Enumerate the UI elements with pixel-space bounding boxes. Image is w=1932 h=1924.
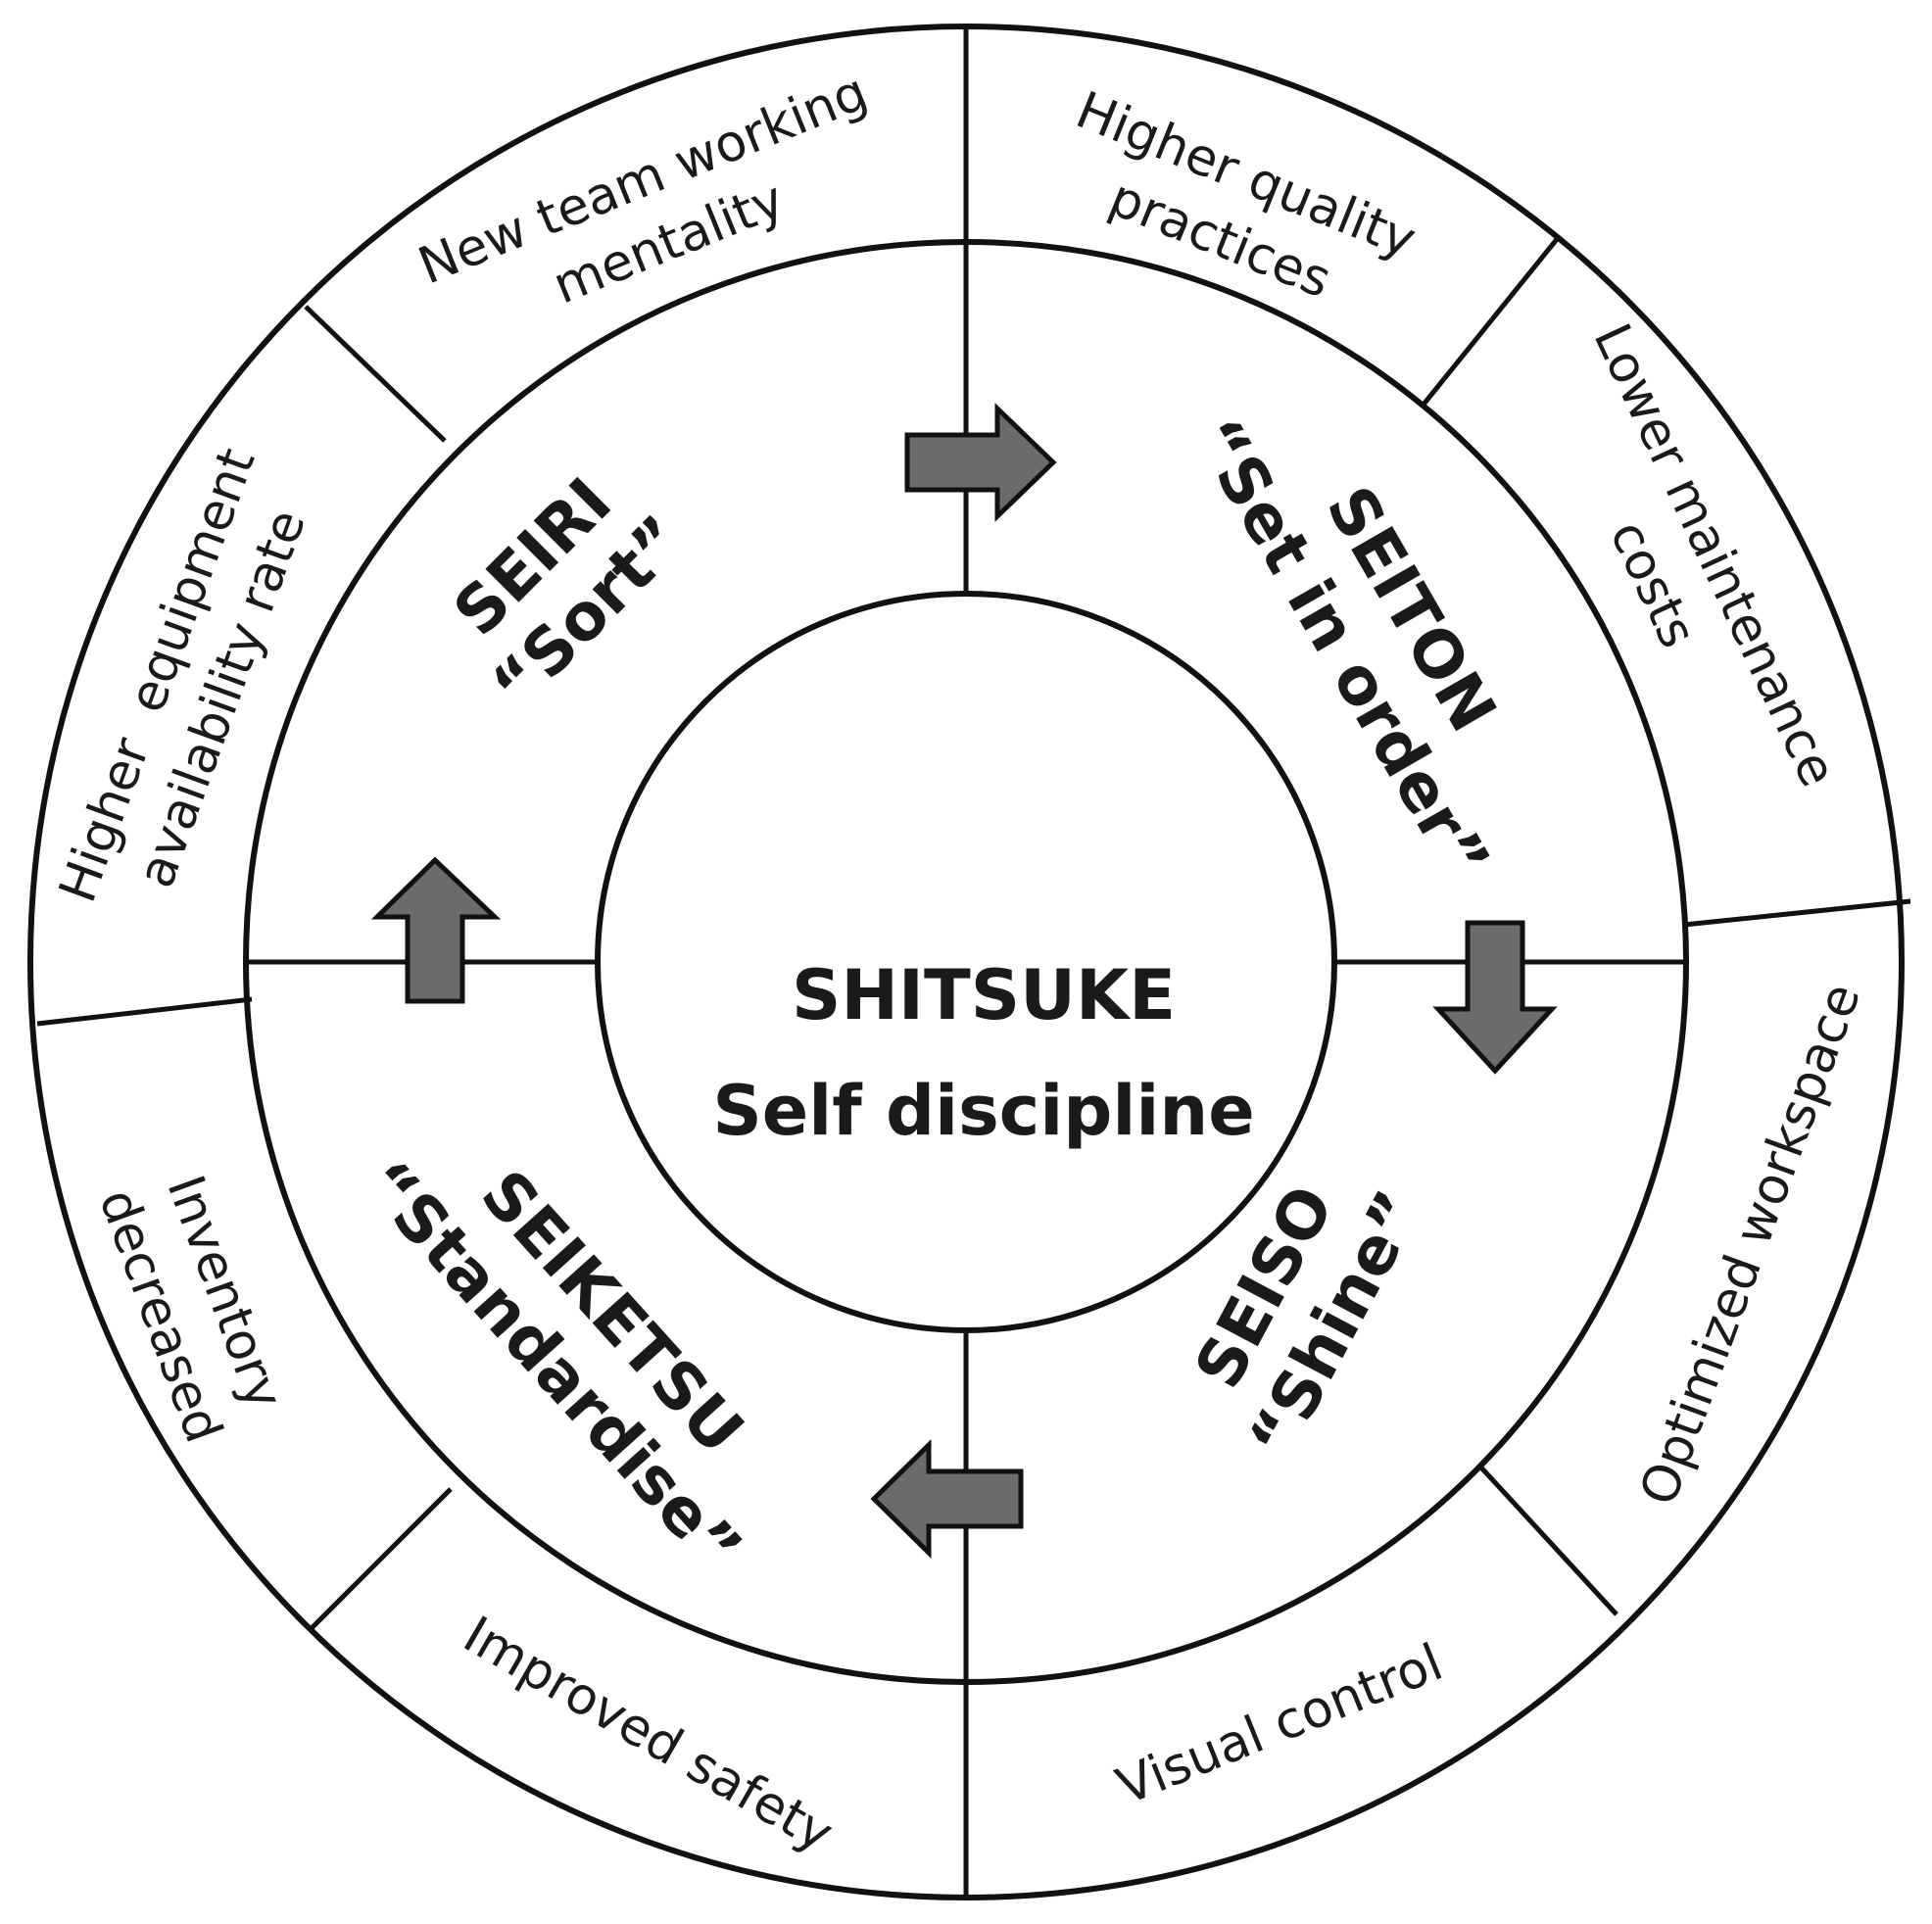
arrow-left-icon (870, 1439, 1024, 1559)
benefit-inventory: Inventory decreased (87, 1168, 294, 1450)
benefit-workspace: Optimized workspace (1629, 976, 1872, 1513)
pillar-seiton: SEITON “Set in order” (1180, 406, 1512, 892)
center-title: SHITSUKE (792, 955, 1176, 1035)
band-divider-lower-right (1477, 1464, 1618, 1616)
benefit-safety: Improved safety (454, 1606, 843, 1864)
band-divider-lower-left (310, 1487, 453, 1630)
benefit-equipment: Higher equipment availability rate (48, 441, 317, 909)
center-subtitle: Self discipline (712, 1071, 1254, 1151)
pillar-seiso: SEISO “Shine” (1181, 1174, 1437, 1470)
arrow-right-icon (904, 403, 1057, 522)
band-divider-right (1683, 898, 1911, 928)
pillar-seiri: SEIRI “Sort” (439, 463, 699, 723)
band-divider-upper-left (304, 305, 447, 443)
band-divider-upper-right (1421, 236, 1560, 408)
pillar-seiketsu: SEIKETSU “Standardise” (349, 1146, 758, 1587)
arrow-up-icon (370, 856, 502, 1004)
arrow-down-icon (1432, 920, 1558, 1075)
benefit-workspace-line1: Optimized workspace (1629, 976, 1872, 1513)
benefit-safety-line1: Improved safety (454, 1606, 843, 1864)
band-divider-left (36, 996, 253, 1027)
